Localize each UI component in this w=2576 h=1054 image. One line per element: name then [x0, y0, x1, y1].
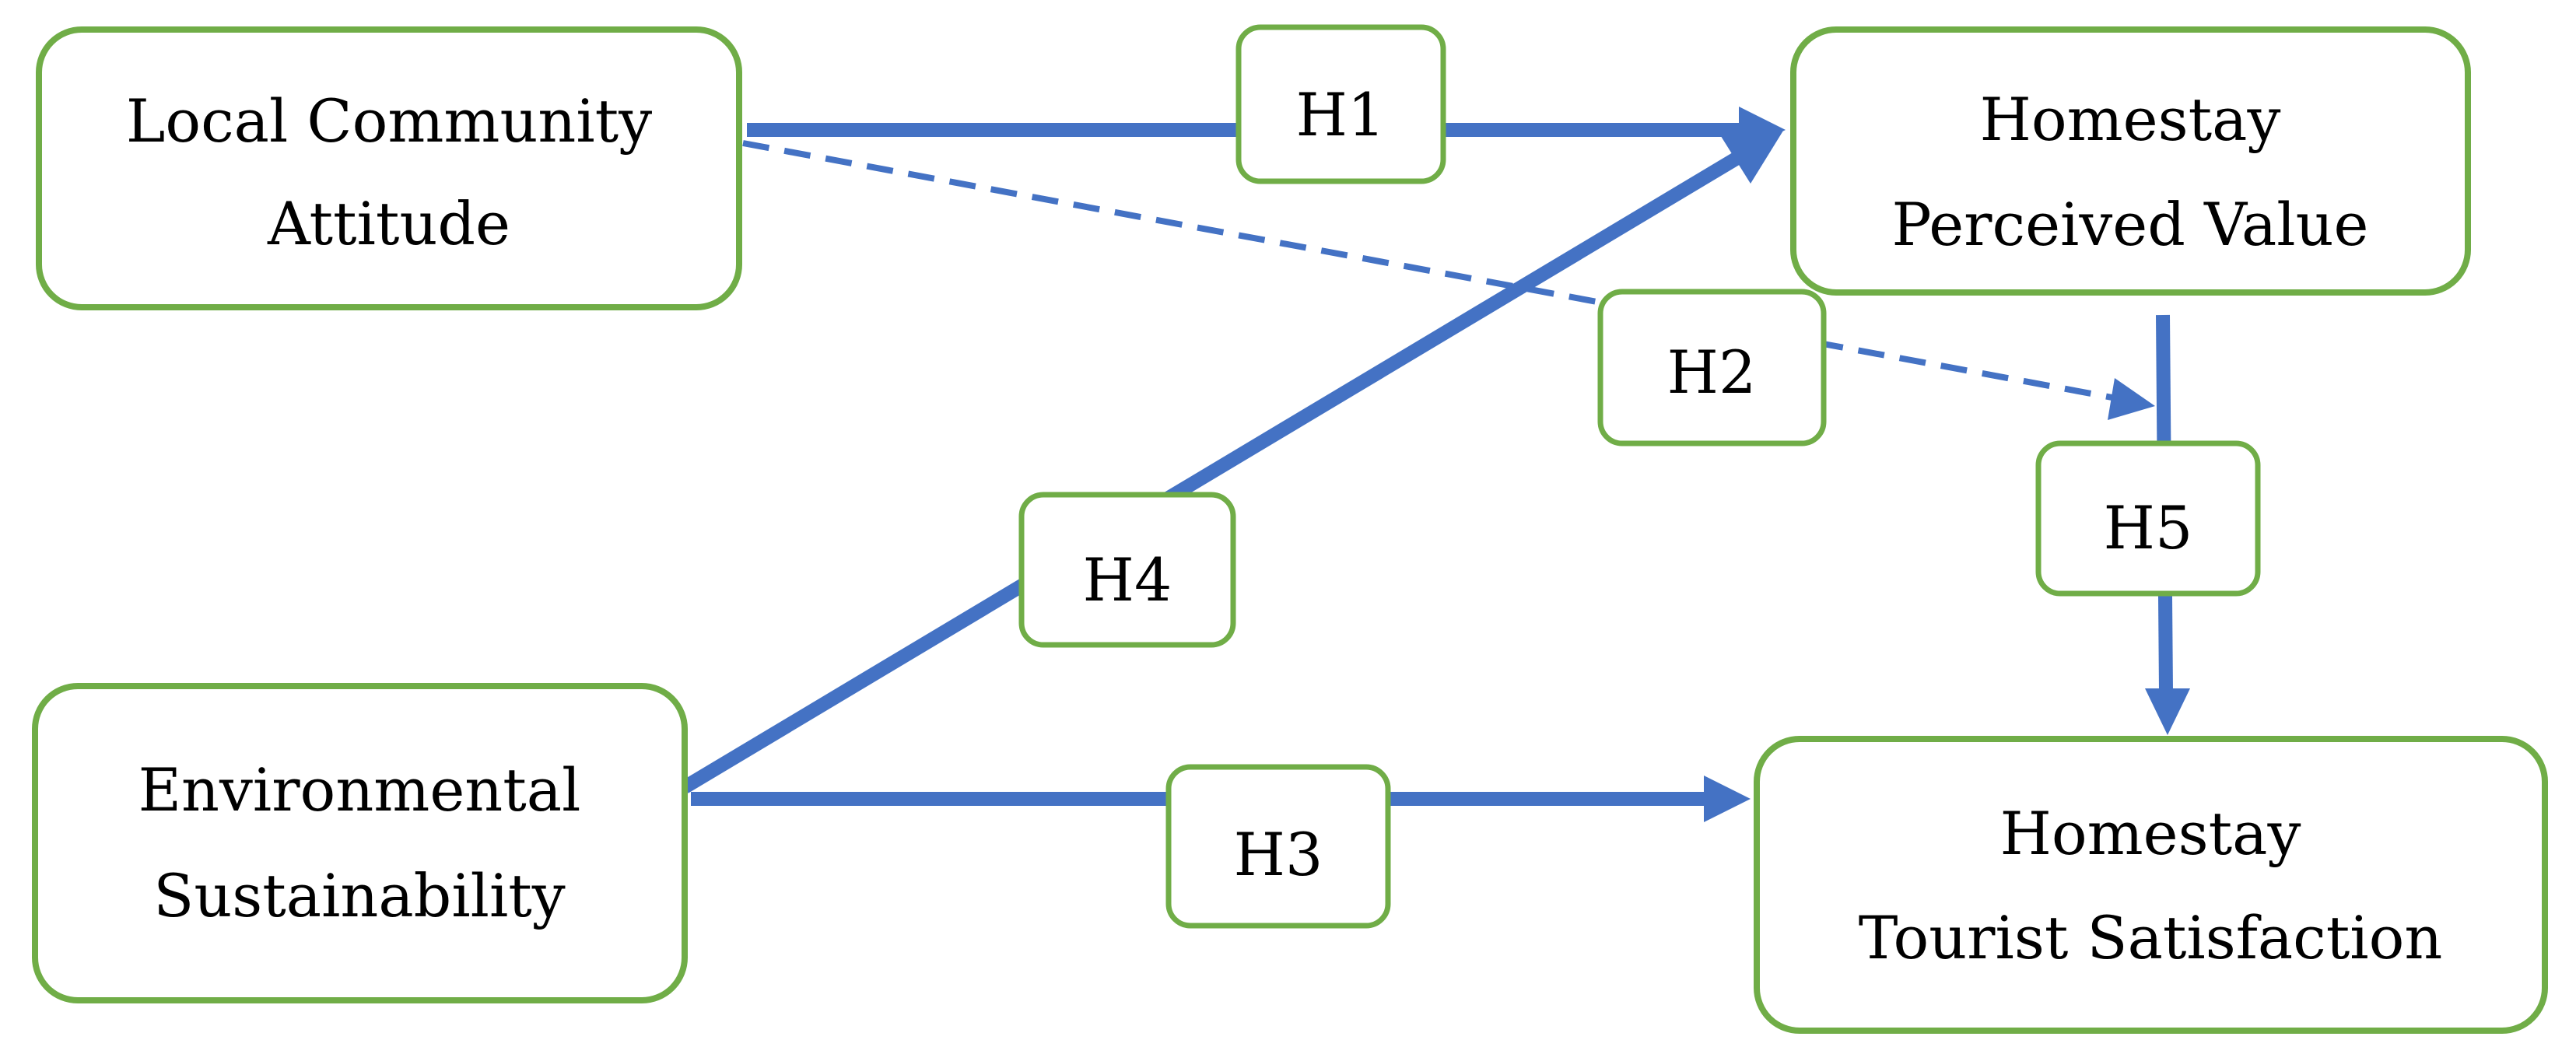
- hypothesis-text-h5: H5: [2104, 493, 2193, 562]
- node-label-line1: Local Community: [126, 86, 652, 156]
- edge-h2: [742, 140, 2117, 401]
- node-local-community-attitude: Local Community Attitude: [36, 26, 742, 310]
- hypothesis-label-h1: H1: [1235, 24, 1446, 184]
- node-label-line1: Environmental: [138, 755, 581, 825]
- node-label-line2: Sustainability: [153, 861, 566, 930]
- hypothesis-text-h3: H3: [1234, 820, 1323, 889]
- hypothesis-label-h3: H3: [1165, 764, 1391, 929]
- arrowhead-h3: [1704, 776, 1751, 822]
- node-environmental-sustainability: Environmental Sustainability: [32, 683, 688, 1003]
- hypothesis-text-h1: H1: [1296, 80, 1386, 149]
- hypothesis-label-h2: H2: [1597, 289, 1827, 446]
- hypothesis-label-h5: H5: [2035, 440, 2261, 597]
- node-homestay-perceived-value: Homestay Perceived Value: [1790, 26, 2471, 296]
- hypothesis-text-h4: H4: [1083, 545, 1172, 615]
- node-label-line2: Attitude: [267, 189, 510, 258]
- edge-h4: [681, 149, 1745, 793]
- node-label-line2: Perceived Value: [1891, 190, 2368, 259]
- hypothesis-text-h2: H2: [1667, 338, 1757, 407]
- node-label-line1: Homestay: [1980, 85, 2281, 154]
- node-label-line2: Tourist Satisfaction: [1859, 903, 2443, 972]
- node-homestay-tourist-satisfaction: Homestay Tourist Satisfaction: [1754, 736, 2548, 1034]
- node-label-line1: Homestay: [2000, 799, 2301, 868]
- arrowhead-h5: [2145, 688, 2190, 735]
- arrowhead-h4: [1719, 131, 1783, 184]
- hypothesis-label-h4: H4: [1018, 492, 1236, 648]
- arrowhead-h2: [2108, 378, 2155, 420]
